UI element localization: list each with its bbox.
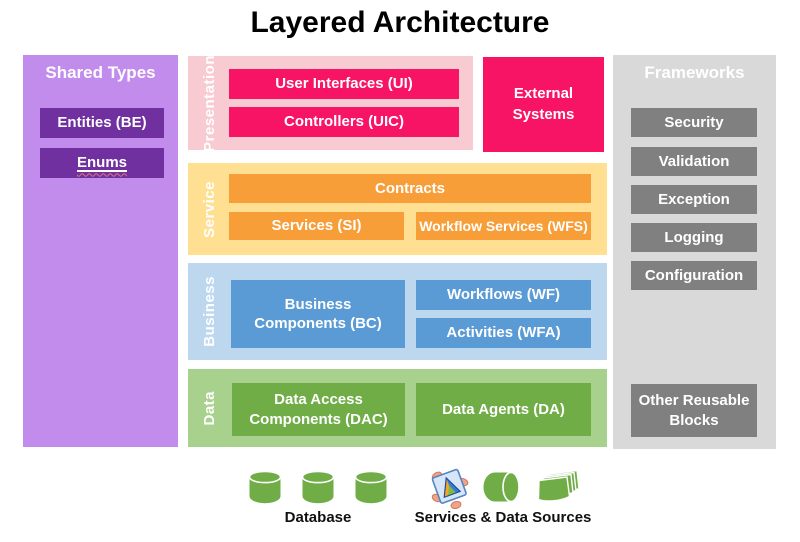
exception-box: Exception — [631, 185, 757, 214]
service-layer: Service Contracts Services (SI) Workflow… — [188, 163, 607, 255]
validation-label: Validation — [658, 152, 730, 170]
database-label: Database — [284, 509, 352, 526]
business-layer: Business Business Components (BC) Workfl… — [188, 263, 607, 360]
presentation-layer-label: Presentation — [200, 54, 218, 152]
data-access-components-box: Data Access Components (DAC) — [232, 383, 405, 436]
user-interfaces-label: User Interfaces (UI) — [275, 75, 413, 93]
business-components-box: Business Components (BC) — [231, 280, 405, 348]
data-layer-label: Data — [200, 390, 218, 426]
contracts-label: Contracts — [374, 179, 445, 197]
configuration-box: Configuration — [631, 261, 757, 290]
page-title: Layered Architecture — [250, 6, 550, 39]
data-agents-box: Data Agents (DA) — [416, 383, 591, 436]
data-layer-label-band: Data — [188, 369, 230, 447]
user-interfaces-box: User Interfaces (UI) — [229, 69, 459, 99]
entities-label: Entities (BE) — [57, 114, 147, 132]
data-access-components-label: Data Access Components (DAC) — [249, 391, 388, 428]
controllers-label: Controllers (UIC) — [284, 113, 404, 131]
security-box: Security — [631, 108, 757, 137]
enums-box: Enums — [40, 148, 164, 178]
business-layer-label-band: Business — [188, 263, 230, 360]
contracts-box: Contracts — [229, 174, 591, 203]
database-cylinder-icon — [301, 470, 335, 504]
business-components-label: Business Components (BC) — [254, 295, 382, 333]
exception-label: Exception — [658, 190, 730, 208]
validation-box: Validation — [631, 147, 757, 176]
enums-label: Enums — [76, 154, 127, 172]
data-layer: Data Data Access Components (DAC) Data A… — [188, 369, 607, 447]
entities-box: Entities (BE) — [40, 108, 164, 138]
security-label: Security — [664, 113, 724, 131]
database-cylinder-icon — [354, 470, 388, 504]
external-systems-box: External Systems — [483, 57, 604, 152]
workflows-box: Workflows (WF) — [416, 280, 591, 310]
workflows-label: Workflows (WF) — [446, 286, 561, 304]
data-agents-label: Data Agents (DA) — [442, 400, 565, 418]
activities-label: Activities (WFA) — [446, 324, 561, 342]
other-reusable-blocks-box: Other Reusable Blocks — [631, 384, 757, 437]
services-data-sources-label: Services & Data Sources — [414, 509, 592, 526]
configuration-label: Configuration — [644, 266, 744, 284]
service-layer-label-band: Service — [188, 163, 230, 255]
controllers-box: Controllers (UIC) — [229, 107, 459, 137]
presentation-layer-label-band: Presentation — [188, 54, 230, 152]
frameworks-panel: Frameworks Security Validation Exception… — [613, 55, 776, 449]
business-layer-label: Business — [200, 276, 218, 347]
workflow-services-box: Workflow Services (WFS) — [416, 212, 591, 240]
activities-box: Activities (WFA) — [416, 318, 591, 348]
workflow-services-label: Workflow Services (WFS) — [419, 217, 588, 234]
documents-stack-icon — [537, 469, 580, 502]
presentation-layer: Presentation User Interfaces (UI) Contro… — [188, 54, 473, 152]
external-systems-label: External Systems — [512, 85, 575, 123]
database-icons-group — [247, 470, 389, 504]
logging-label: Logging — [664, 228, 724, 246]
service-layer-label: Service — [200, 180, 218, 238]
shared-types-panel: Shared Types Entities (BE) Enums — [23, 55, 178, 447]
services-data-sources-icons-group — [429, 464, 581, 510]
services-box: Services (SI) — [229, 212, 404, 240]
logging-box: Logging — [631, 223, 757, 252]
shared-types-title: Shared Types — [45, 63, 156, 82]
web-service-icon — [431, 468, 469, 510]
database-cylinder-icon — [248, 470, 282, 504]
other-reusable-blocks-label: Other Reusable Blocks — [638, 392, 750, 429]
data-store-cylinder-icon — [483, 471, 520, 503]
frameworks-title: Frameworks — [644, 63, 745, 82]
services-label: Services (SI) — [271, 217, 362, 235]
